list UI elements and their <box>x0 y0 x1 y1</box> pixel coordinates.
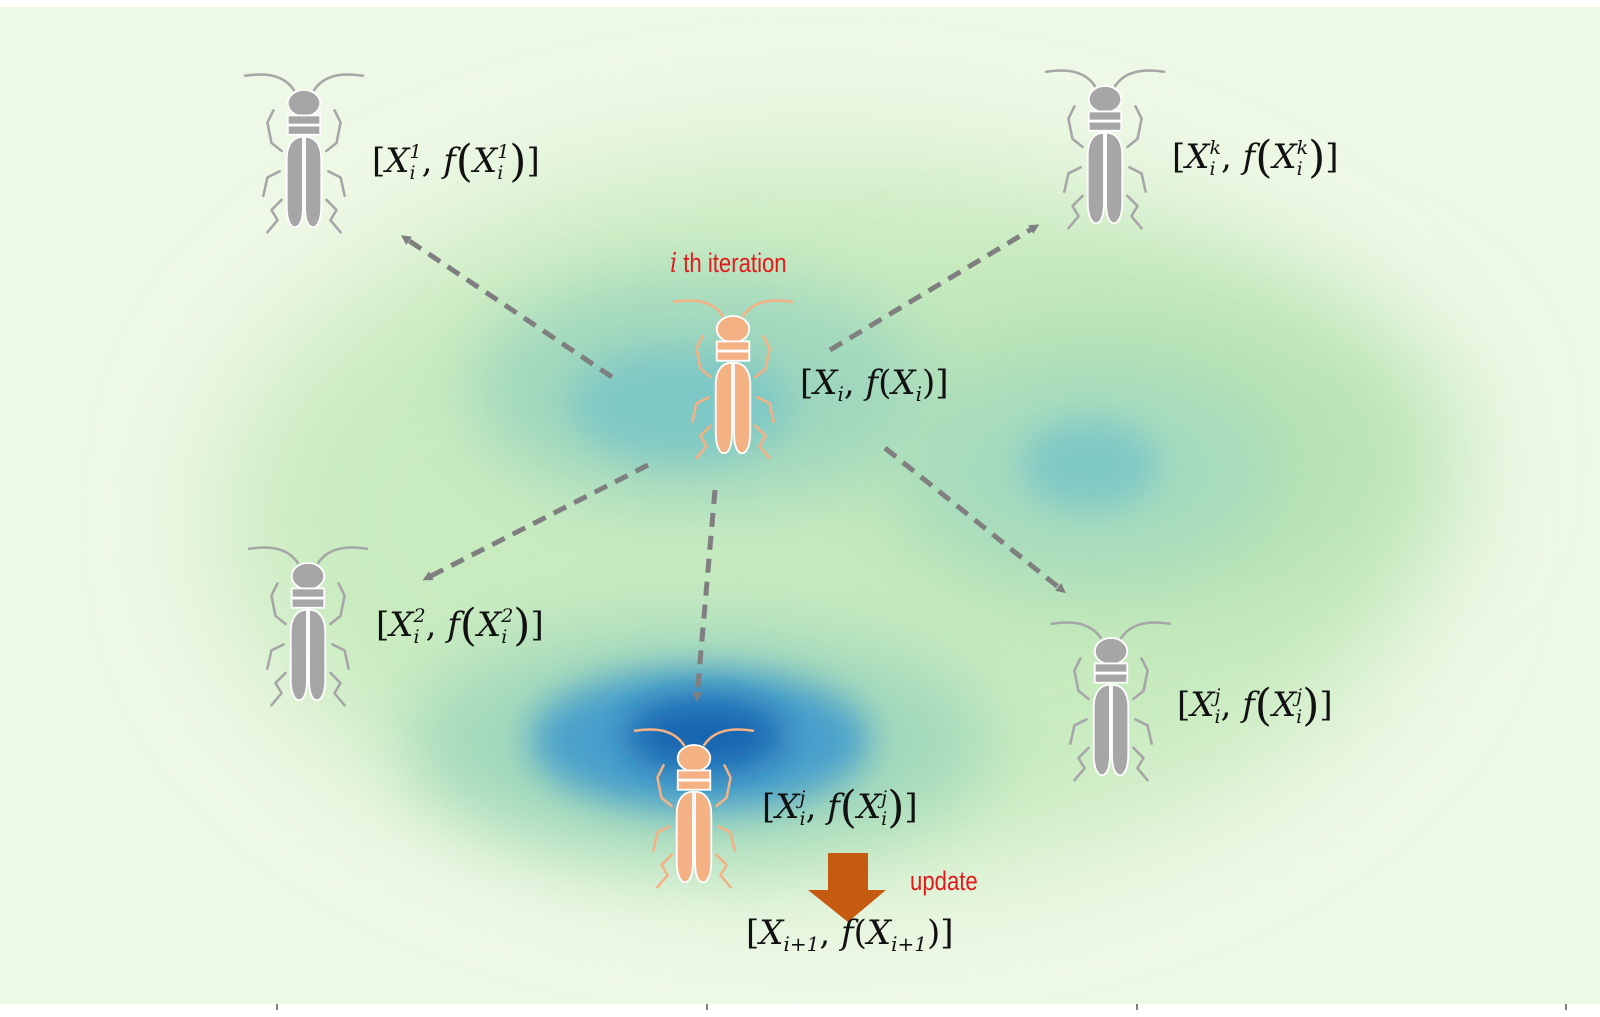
next-position-label: [Xi+1, f(Xi+1)] <box>746 913 954 956</box>
arrow-to-candidate-2 <box>422 462 650 581</box>
arrow-down-icon <box>808 853 886 922</box>
arrow-to-candidate-j <box>883 446 1066 594</box>
update-label: update <box>910 866 978 896</box>
arrow-to-candidate-k <box>828 224 1040 353</box>
current-position-label: [Xi, f(Xi)] <box>800 363 949 406</box>
iteration-label: i th iteration <box>670 248 787 279</box>
axis-ticks <box>276 1004 1567 1010</box>
arrow-to-candidate-1 <box>400 235 614 380</box>
arrow-to-best <box>692 489 718 702</box>
